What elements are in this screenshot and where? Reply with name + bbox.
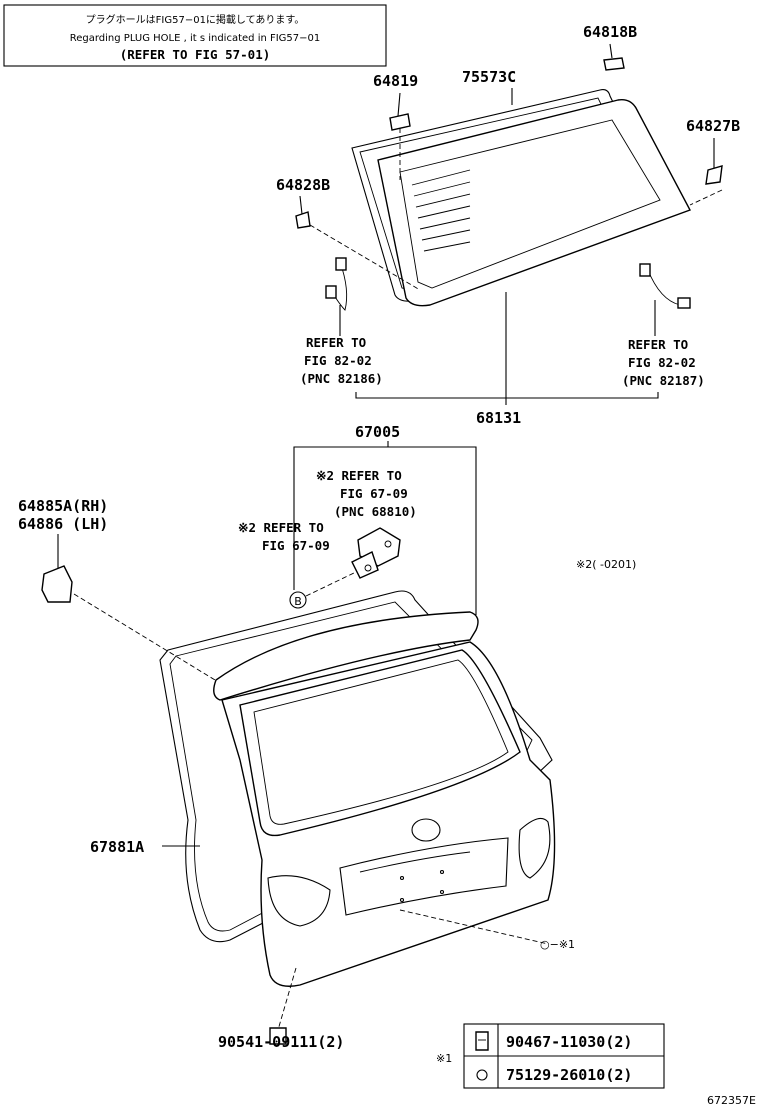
- callout-b: B: [294, 595, 302, 608]
- stopper-64819: [389, 113, 411, 131]
- weatherstrip: [159, 590, 553, 943]
- label-64818b: 64818B: [583, 23, 637, 41]
- stopper-64827b: [705, 165, 723, 185]
- callout-b-circle: [289, 591, 307, 609]
- ring-icon: [476, 1069, 488, 1081]
- refer-lower-line1: ※2 REFER TO: [238, 520, 324, 535]
- refer-right: REFER TO FIG 82-02 (PNC 82187): [622, 337, 705, 388]
- label-67005: 67005: [355, 423, 400, 441]
- label-64885a: 64885A(RH): [18, 497, 108, 515]
- back-door-panel: [213, 611, 556, 987]
- label-64828b: 64828B: [276, 176, 330, 194]
- legend-table: ※1 90467-11030(2) 75129-26010(2): [436, 1023, 665, 1089]
- label-64886: 64886 (LH): [18, 515, 108, 533]
- refer-upper-line3: (PNC 68810): [334, 504, 417, 519]
- hinge-cover: [41, 565, 73, 603]
- grommet-90541: [269, 1027, 287, 1045]
- emblem: [411, 818, 441, 842]
- spoiler: [213, 611, 479, 701]
- refer-left-line1: REFER TO: [306, 335, 366, 350]
- label-68131: 68131: [476, 409, 521, 427]
- refer-upper: ※2 REFER TO FIG 67-09 (PNC 68810): [316, 468, 417, 519]
- legend-mark: ※1: [436, 1052, 452, 1065]
- notice-line1: プラグホールはFIG57−01に掲載してあります。: [86, 13, 305, 26]
- license-plate-recess: [339, 837, 509, 916]
- label-67881a: 67881A: [90, 838, 144, 856]
- label-64827b: 64827B: [686, 117, 740, 135]
- refer-upper-line1: ※2 REFER TO: [316, 468, 402, 483]
- legend-row1-code: 90467-11030(2): [506, 1033, 632, 1051]
- notice-line3: (REFER TO FIG 57-01): [120, 47, 271, 62]
- label-64819: 64819: [373, 72, 418, 90]
- rear-glass-assembly: [295, 57, 723, 311]
- notice-box: プラグホールはFIG57−01に掲載してあります。 Regarding PLUG…: [3, 4, 387, 67]
- stopper-64828b: [295, 211, 311, 229]
- label-75573c: 75573C: [462, 68, 516, 86]
- clip-icon: [475, 1031, 489, 1051]
- figure-id: 672357E: [707, 1094, 756, 1107]
- stopper-64818b: [603, 57, 625, 71]
- refer-right-line3: (PNC 82187): [622, 373, 705, 388]
- back-door-glass: [377, 98, 691, 307]
- notice-line2: Regarding PLUG HOLE , it s indicated in …: [70, 33, 321, 44]
- legend-row2-code: 75129-26010(2): [506, 1066, 632, 1084]
- footnote-2: ※2( -0201): [576, 558, 636, 571]
- refer-left-line3: (PNC 82186): [300, 371, 383, 386]
- refer-left-line2: FIG 82-02: [304, 353, 372, 368]
- refer-lower-line2: FIG 67-09: [262, 538, 330, 553]
- refer-upper-line2: FIG 67-09: [340, 486, 408, 501]
- refer-right-line2: FIG 82-02: [628, 355, 696, 370]
- refer-lower: ※2 REFER TO FIG 67-09: [238, 520, 330, 553]
- door-window-opening: [239, 649, 521, 837]
- refer-right-line1: REFER TO: [628, 337, 688, 352]
- lock-assembly: [351, 527, 401, 579]
- label-90541: 90541-09111(2): [218, 1033, 344, 1051]
- refer-left: REFER TO FIG 82-02 (PNC 82186): [300, 335, 383, 386]
- marker-1: ○−※1: [540, 938, 575, 951]
